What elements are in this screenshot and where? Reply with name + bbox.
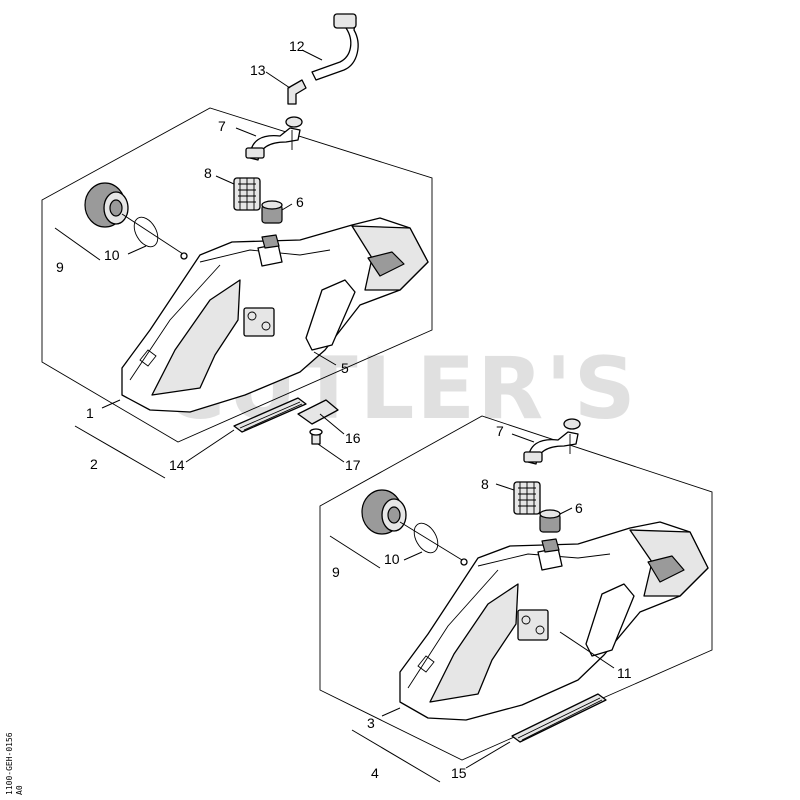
drawing-code-suffix: A0: [15, 785, 24, 795]
callout-5: 5: [341, 360, 349, 376]
fuel-filter-8-upper: [233, 177, 261, 211]
callout-6-upper: 6: [296, 194, 304, 210]
callout-8-lower: 8: [481, 476, 489, 492]
cap-6-lower: [539, 509, 561, 533]
callout-14: 14: [169, 457, 185, 473]
callout-11: 11: [617, 665, 632, 681]
callout-17: 17: [345, 457, 361, 473]
lower-assembly: [319, 415, 713, 761]
drawing-code-text: 1100-GEH-0156: [5, 732, 14, 795]
callout-7-upper: 7: [218, 118, 226, 134]
plate-16: [297, 399, 339, 425]
callout-labels: 12 13 7 8 6 9 10 5 1 2 14 16 17 7 8 6 9 …: [56, 38, 632, 781]
callout-9-lower: 9: [332, 564, 340, 580]
callout-1: 1: [86, 405, 94, 421]
screw-17: [309, 428, 323, 445]
o-ring-10-upper: [133, 216, 159, 248]
callout-3: 3: [367, 715, 375, 731]
upper-assembly-frame: [41, 107, 433, 443]
callout-15: 15: [451, 765, 467, 781]
callout-8-upper: 8: [204, 165, 212, 181]
impulse-hose-12: [311, 13, 359, 81]
tank-housing-upper: [121, 217, 429, 413]
callout-7-lower: 7: [496, 423, 504, 439]
o-ring-10-lower: [413, 522, 439, 554]
leader-lines: [54, 49, 615, 783]
fuel-filter-8-lower: [513, 481, 541, 515]
callout-10-lower: 10: [384, 551, 400, 567]
elbow-fitting-13: [287, 79, 307, 105]
callout-6-lower: 6: [575, 500, 583, 516]
fuel-pump-9-lower: [361, 489, 407, 535]
callout-4: 4: [371, 765, 379, 781]
drawing-code: 1100-GEH-0156 A0: [5, 732, 24, 795]
fuel-hose-7-upper: [245, 116, 303, 161]
callout-9-upper: 9: [56, 259, 64, 275]
upper-assembly: [41, 107, 433, 445]
fuel-pump-9-upper: [84, 182, 129, 228]
callout-16: 16: [345, 430, 361, 446]
callout-12: 12: [289, 38, 305, 54]
callout-13: 13: [250, 62, 266, 78]
fuel-hose-7-lower: [523, 418, 581, 465]
callout-2: 2: [90, 456, 98, 472]
lower-assembly-frame: [319, 415, 713, 761]
cap-6-upper: [261, 200, 283, 224]
callout-10-upper: 10: [104, 247, 120, 263]
tank-housing-lower: [399, 521, 709, 721]
